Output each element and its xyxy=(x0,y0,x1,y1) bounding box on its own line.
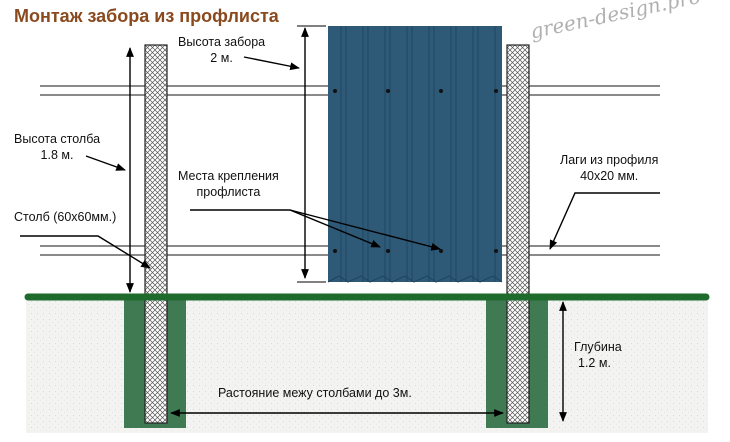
depth-label: Глубина 1.2 м. xyxy=(574,340,622,370)
spacing-label: Растояние межу столбами до 3м. xyxy=(218,386,412,400)
fastening-points xyxy=(333,89,498,253)
post-height-label: Высота столба 1.8 м. xyxy=(14,132,101,162)
sheet-bottom-edge xyxy=(327,275,503,283)
rails-leader xyxy=(549,192,660,250)
right-post xyxy=(506,44,530,424)
fastening-label: Места крепления профлиста xyxy=(178,169,279,199)
profiled-sheet xyxy=(328,26,502,282)
fence-height-label: Высота забора 2 м. xyxy=(178,35,266,65)
sheet-ribs xyxy=(340,26,496,282)
post-leader xyxy=(20,235,151,269)
rails-label: Лаги из профиля 40x20 мм. xyxy=(560,153,659,183)
fastening-leader-right xyxy=(289,209,441,251)
left-post xyxy=(144,44,168,424)
post-height-leader xyxy=(85,155,126,171)
fence-height-leader xyxy=(243,56,300,71)
post-label: Столб (60x60мм.) xyxy=(14,210,117,224)
page-title: Монтаж забора из профлиста xyxy=(14,6,279,26)
